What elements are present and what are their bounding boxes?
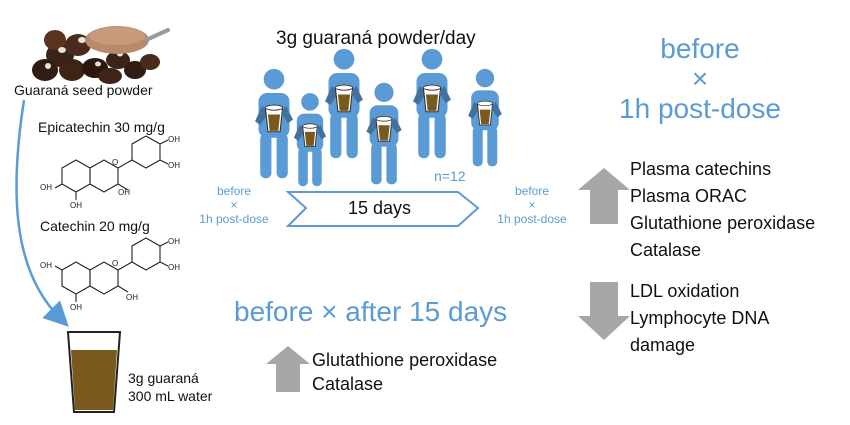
molecule-label-o: O	[112, 158, 118, 167]
result-item: Lymphocyte DNA	[630, 305, 769, 332]
person-with-cup-icon	[468, 69, 502, 166]
after-15-days-title: before × after 15 days	[234, 296, 507, 328]
up-arrow-icon	[266, 346, 310, 392]
molecule-label-oh: OH	[40, 183, 52, 192]
molecule-label-oh: OH	[118, 188, 130, 197]
molecule-label-oh: OH	[126, 293, 138, 302]
sample-size-label: n=12	[434, 168, 466, 184]
start-timepoint-label: before × 1h post-dose	[186, 184, 282, 226]
epicatechin-structure	[55, 136, 168, 200]
end-timepoint-label: before × 1h post-dose	[484, 184, 580, 226]
timepoint-times: ×	[484, 198, 580, 212]
result-item: Glutathione peroxidase	[630, 210, 815, 237]
timepoint-post: 1h post-dose	[484, 212, 580, 226]
result-item: Plasma ORAC	[630, 183, 815, 210]
acute-title-before: before	[600, 34, 800, 64]
molecule-label-o: O	[112, 259, 118, 268]
decreased-results: LDL oxidation Lymphocyte DNA damage	[630, 278, 769, 359]
acute-comparison-title: before × 1h post-dose	[600, 34, 800, 124]
result-item: Plasma catechins	[630, 156, 815, 183]
acute-title-times: ×	[600, 64, 800, 94]
up-arrow-icon	[578, 168, 630, 224]
molecule-label-oh: OH	[168, 237, 180, 246]
molecule-label-oh: OH	[70, 303, 82, 312]
result-item: Glutathione peroxidase	[312, 348, 497, 372]
catechin-structure	[55, 238, 168, 302]
person-with-cup-icon	[413, 49, 451, 158]
epicatechin-label: Epicatechin 30 mg/g	[38, 119, 165, 135]
guarana-seeds-image	[32, 26, 168, 84]
catechin-label: Catechin 20 mg/g	[40, 218, 150, 234]
timepoint-before: before	[186, 184, 282, 198]
molecule-label-oh: OH	[168, 161, 180, 170]
result-item: damage	[630, 332, 769, 359]
timepoint-post: 1h post-dose	[186, 212, 282, 226]
molecule-label-oh: OH	[70, 201, 82, 210]
cup-dose-label: 3g guaraná	[128, 370, 199, 386]
cup-icon	[68, 332, 120, 412]
person-with-cup-icon	[255, 69, 293, 178]
duration-label: 15 days	[348, 198, 411, 219]
result-item: LDL oxidation	[630, 278, 769, 305]
person-with-cup-icon	[325, 49, 363, 158]
acute-title-post: 1h post-dose	[600, 94, 800, 124]
increased-results: Plasma catechins Plasma ORAC Glutathione…	[630, 156, 815, 264]
timepoint-before: before	[484, 184, 580, 198]
cup-water-label: 300 mL water	[128, 388, 212, 404]
participants-group	[255, 49, 502, 186]
timepoint-times: ×	[186, 198, 282, 212]
down-arrow-icon	[578, 282, 630, 340]
result-item: Catalase	[630, 237, 815, 264]
person-with-cup-icon	[366, 83, 401, 185]
molecule-label-oh: OH	[168, 263, 180, 272]
dose-title: 3g guaraná powder/day	[276, 28, 476, 50]
molecule-label-oh: OH	[168, 135, 180, 144]
person-with-cup-icon	[294, 93, 326, 186]
after-15-days-results: Glutathione peroxidase Catalase	[312, 348, 497, 396]
result-item: Catalase	[312, 372, 497, 396]
molecule-label-oh: OH	[40, 261, 52, 270]
seed-powder-label: Guaraná seed powder	[14, 82, 153, 98]
